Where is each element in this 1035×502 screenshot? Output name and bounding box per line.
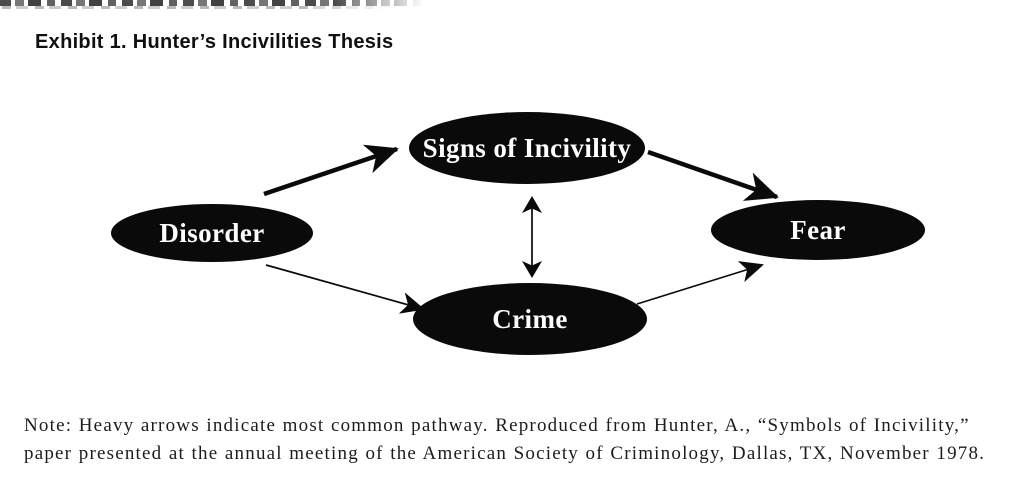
node-disorder: Disorder [111, 204, 313, 262]
figure-note-line-2: paper presented at the annual meeting of… [24, 443, 986, 464]
arrow-disorder-to-crime [265, 264, 425, 314]
node-disorder-label: Disorder [159, 218, 264, 248]
arrow-crime-to-fear [636, 261, 764, 305]
clipped-text-strip-faint [2, 6, 400, 9]
node-fear: Fear [711, 200, 925, 260]
node-signs-of-incivility: Signs of Incivility [409, 112, 645, 184]
node-crime-label: Crime [492, 304, 567, 334]
arrow-disorder-to-signs-heavy [263, 144, 399, 197]
node-crime: Crime [413, 283, 647, 355]
figure-note-line-1: Note: Heavy arrows indicate most common … [24, 415, 970, 436]
clipped-text-strip [0, 0, 432, 6]
node-signs-of-incivility-label: Signs of Incivility [423, 133, 632, 163]
node-fear-label: Fear [790, 215, 846, 245]
arrow-signs-to-fear-heavy [647, 149, 779, 201]
figure-note: Note: Heavy arrows indicate most common … [24, 412, 985, 468]
exhibit-title: Exhibit 1. Hunter’s Incivilities Thesis [35, 31, 394, 53]
